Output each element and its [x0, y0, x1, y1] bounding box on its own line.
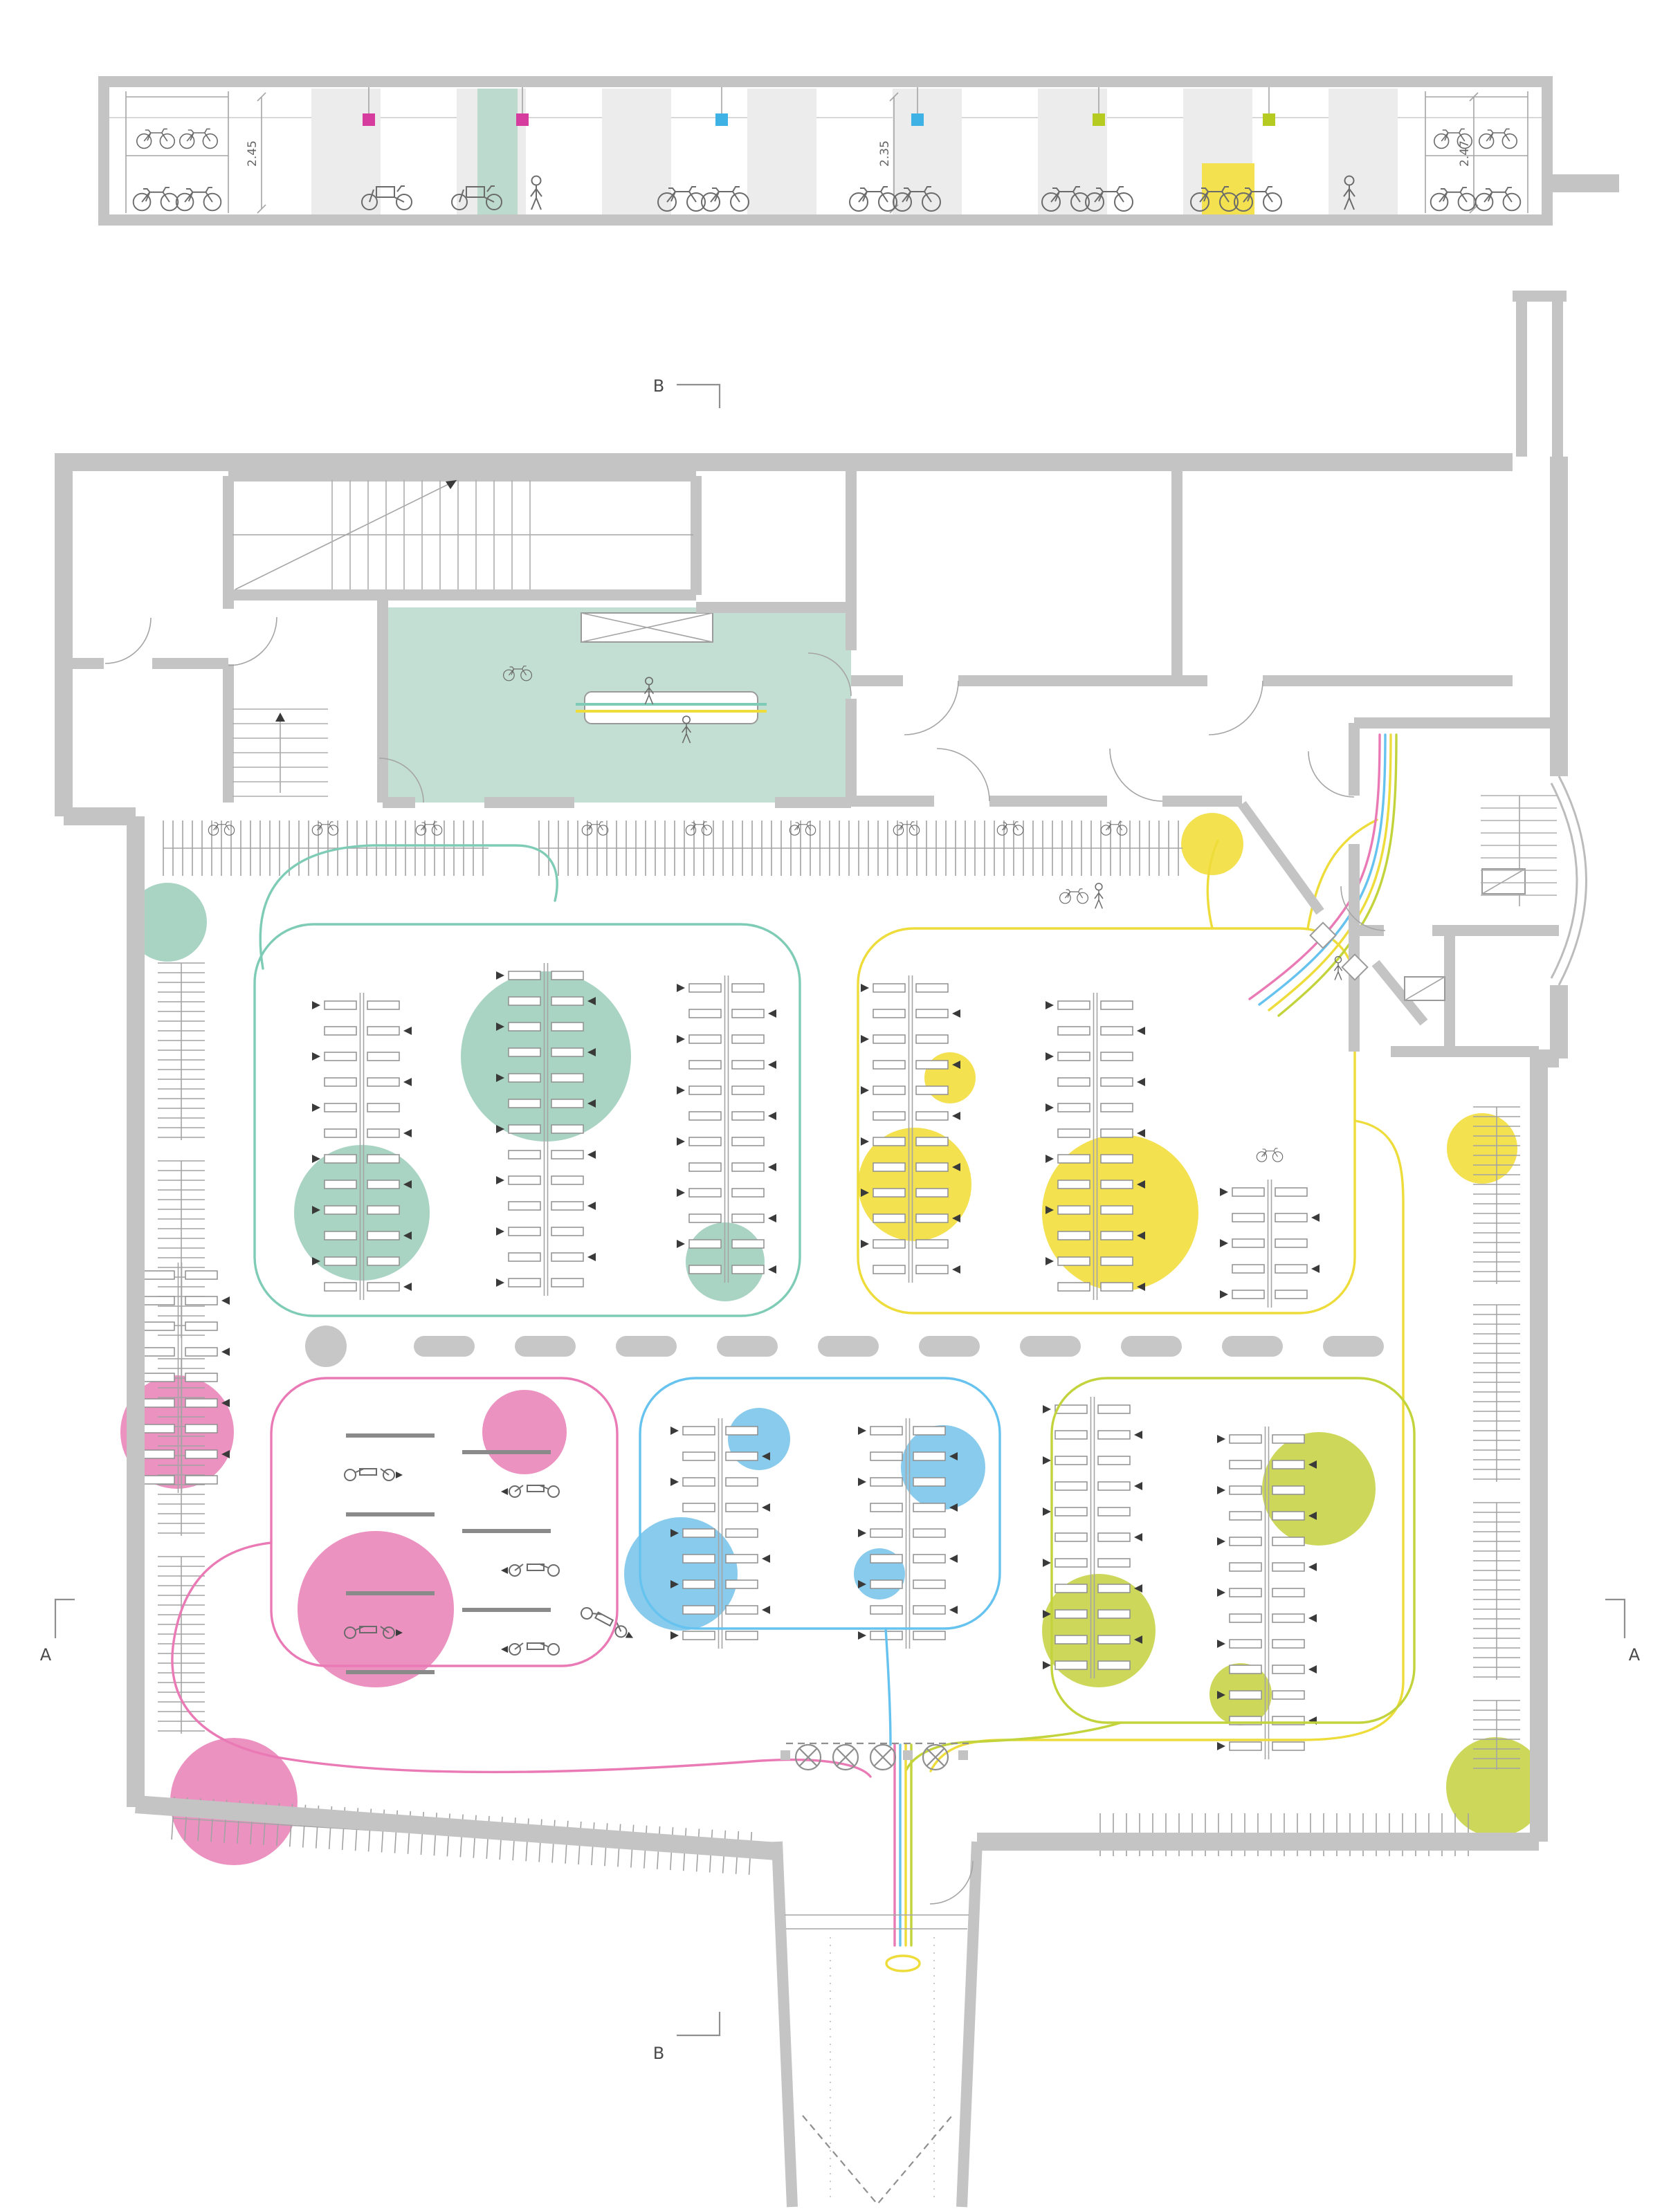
ceiling-marker-pink: [516, 87, 529, 126]
cargo-bike: [578, 1604, 637, 1644]
dimension-label: 2.35: [878, 140, 892, 167]
zone-circle-yellow: [1181, 813, 1243, 875]
bike-rack-layer: [130, 963, 1320, 1759]
route-bundle-vestibule: [1248, 733, 1398, 1017]
dimension-label: 2.45: [246, 140, 259, 167]
section-drawing: 2.45 2.35 2.47: [98, 76, 1619, 226]
zone-circle-pink: [170, 1738, 298, 1865]
cargo-bike: [500, 1564, 560, 1577]
section-label-b-bottom: B: [653, 2044, 664, 2063]
skylight-band-layer: [305, 1326, 1384, 1367]
wall-rack-comb: [158, 962, 205, 1140]
skylight-pill: [1323, 1336, 1384, 1357]
section-markers: B B A A: [40, 376, 1641, 2063]
walls: [55, 291, 1587, 2208]
column: [1341, 953, 1369, 981]
skylight-pill: [414, 1336, 475, 1357]
bike-rack-row: [312, 993, 412, 1300]
skylight-pill: [1222, 1336, 1283, 1357]
dimension-lines: 2.45 2.35 2.47: [246, 92, 1479, 214]
zone-circle-teal: [128, 883, 207, 962]
zone-circle-lime: [1446, 1737, 1546, 1837]
section-label-a-left: A: [40, 1645, 52, 1665]
zone-circle-pink: [298, 1531, 454, 1687]
stair-treads: [331, 480, 531, 589]
skylight-pill: [1121, 1336, 1182, 1357]
zone-circle-yellow: [924, 1052, 976, 1103]
ceiling-marker-pink: [363, 87, 375, 126]
zone-circle-lime: [1042, 1574, 1156, 1687]
column: [1309, 922, 1337, 949]
service-room: [383, 607, 851, 803]
cargo-bike-layer: [344, 1433, 637, 1674]
route-lime: [1050, 1377, 1416, 1724]
wall-rack-comb: [163, 821, 489, 876]
route-teal: [253, 923, 801, 1317]
skylight-pill: [1020, 1336, 1081, 1357]
turnstile: [794, 1743, 949, 1771]
zone-circle-teal: [461, 971, 631, 1142]
stair-treads: [232, 708, 328, 797]
zone-circle-yellow: [1447, 1113, 1517, 1184]
route-blue: [639, 1377, 1001, 1630]
skylight-pill: [515, 1336, 576, 1357]
section-label-a-right: A: [1629, 1645, 1641, 1665]
bike-rack-row: [496, 963, 596, 1296]
ceiling-marker-blue: [715, 87, 728, 126]
section-label-b-top: B: [653, 376, 664, 396]
door-swings: [104, 616, 1386, 1905]
bike-rack-row: [1220, 1180, 1320, 1308]
skylight-pill: [616, 1336, 677, 1357]
skylight-pill: [919, 1336, 980, 1357]
zone-circle-blue: [624, 1517, 738, 1631]
ceiling-marker-blue: [911, 87, 924, 126]
double-deck-rack: [125, 91, 1528, 213]
zone-circle-blue: [901, 1425, 985, 1510]
stair-treads: [1481, 795, 1557, 896]
bike-rack-row: [677, 975, 776, 1283]
wall-rack-comb: [538, 821, 1183, 876]
bike-rack-row: [1217, 1427, 1317, 1759]
zone-circle-yellow: [858, 1128, 971, 1241]
column-circle: [305, 1326, 347, 1367]
cargo-bike: [344, 1468, 403, 1481]
wall-rack-comb: [1473, 1304, 1520, 1482]
ceiling-marker-lime: [1263, 87, 1275, 126]
cargo-bike: [500, 1642, 560, 1656]
bike-rack-row: [861, 975, 960, 1283]
entrance-ramp: [780, 1742, 969, 2206]
skylight-pill: [818, 1336, 879, 1357]
bike-rack-row: [1046, 993, 1145, 1300]
zone-circle-pink: [482, 1390, 567, 1474]
wayfinding-routes: [171, 733, 1416, 1972]
service-counter: [584, 691, 758, 724]
cargo-bike: [500, 1485, 560, 1498]
skylight-pill: [717, 1336, 778, 1357]
route-pink: [270, 1377, 619, 1667]
ceiling-marker-lime: [1093, 87, 1105, 126]
wall-rack-comb: [1473, 1700, 1520, 1770]
dimension-label: 2.47: [1458, 140, 1472, 167]
wall-rack-comb: [1473, 1502, 1520, 1680]
wall-rack-comb: [158, 1556, 205, 1734]
route-bundle-ramp: [885, 1743, 921, 1972]
zone-circle-teal: [294, 1145, 430, 1281]
wall-rack-comb: [1473, 1106, 1520, 1284]
bike-rack-row: [1043, 1397, 1142, 1678]
ceiling-markers: [363, 87, 1275, 126]
bike-rack-row: [670, 1418, 770, 1649]
